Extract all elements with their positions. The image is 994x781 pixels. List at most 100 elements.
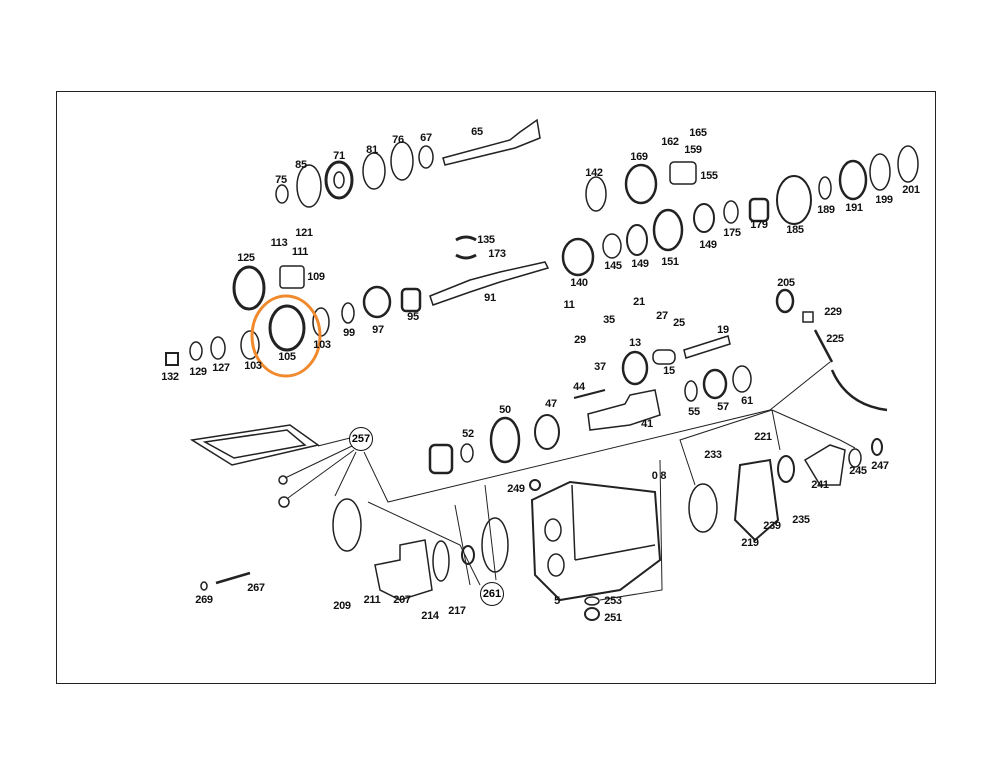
callout-label[interactable]: 211 bbox=[363, 594, 381, 606]
callout-label[interactable]: 239 bbox=[763, 520, 781, 532]
callout-label[interactable]: 179 bbox=[750, 219, 768, 231]
callout-label[interactable]: 29 bbox=[574, 334, 586, 346]
part-191 bbox=[838, 159, 868, 201]
callout-label[interactable]: 235 bbox=[792, 514, 810, 526]
callout-label[interactable]: 201 bbox=[902, 184, 920, 196]
part-washer-a bbox=[278, 496, 290, 508]
callout-label[interactable]: 121 bbox=[295, 227, 313, 239]
callout-label[interactable]: 44 bbox=[573, 381, 585, 393]
callout-label[interactable]: 81 bbox=[366, 144, 378, 156]
callout-label[interactable]: 229 bbox=[824, 306, 842, 318]
callout-label[interactable]: 132 bbox=[161, 371, 179, 383]
callout-label[interactable]: 249 bbox=[507, 483, 525, 495]
callout-label[interactable]: 97 bbox=[372, 324, 384, 336]
callout-label[interactable]: 140 bbox=[570, 277, 588, 289]
callout-label[interactable]: 19 bbox=[717, 324, 729, 336]
callout-label[interactable]: 217 bbox=[448, 605, 466, 617]
callout-label[interactable]: 149 bbox=[631, 258, 649, 270]
callout-label[interactable]: 189 bbox=[817, 204, 835, 216]
callout-label[interactable]: 205 bbox=[777, 277, 795, 289]
callout-label-highlighted[interactable]: 105 bbox=[278, 351, 296, 363]
callout-label[interactable]: 65 bbox=[471, 126, 483, 138]
callout-label[interactable]: 85 bbox=[295, 159, 307, 171]
callout-label[interactable]: 103 bbox=[313, 339, 331, 351]
callout-label[interactable]: 67 bbox=[420, 132, 432, 144]
callout-label[interactable]: 241 bbox=[811, 479, 829, 491]
callout-label[interactable]: 219 bbox=[741, 537, 759, 549]
callout-label[interactable]: 57 bbox=[717, 401, 729, 413]
callout-label[interactable]: 191 bbox=[845, 202, 863, 214]
callout-label[interactable]: 111 bbox=[291, 246, 309, 258]
part-269 bbox=[200, 581, 208, 591]
callout-label[interactable]: 175 bbox=[723, 227, 741, 239]
callout-label[interactable]: 50 bbox=[499, 404, 511, 416]
callout-label[interactable]: 15 bbox=[663, 365, 675, 377]
callout-label[interactable]: 103 bbox=[244, 360, 262, 372]
callout-label[interactable]: 151 bbox=[661, 256, 679, 268]
part-75 bbox=[275, 184, 289, 204]
callout-label[interactable]: 113 bbox=[270, 237, 288, 249]
part-front-gasket bbox=[332, 498, 362, 552]
callout-label[interactable]: 109 bbox=[307, 271, 325, 283]
callout-label[interactable]: 125 bbox=[237, 252, 255, 264]
callout-label[interactable]: 71 bbox=[333, 150, 345, 162]
part-71 bbox=[324, 160, 354, 200]
callout-label[interactable]: 11 bbox=[563, 299, 575, 311]
part-251 bbox=[584, 607, 600, 621]
group-callout[interactable]: 261 bbox=[480, 582, 504, 606]
callout-label[interactable]: 162 bbox=[661, 136, 679, 148]
part-gasket-rear bbox=[688, 483, 718, 533]
callout-label[interactable]: 245 bbox=[849, 465, 867, 477]
callout-label[interactable]: 209 bbox=[333, 600, 351, 612]
callout-label[interactable]: 55 bbox=[688, 406, 700, 418]
callout-label[interactable]: 13 bbox=[629, 337, 641, 349]
callout-label[interactable]: 251 bbox=[604, 612, 622, 624]
callout-label[interactable]: 173 bbox=[488, 248, 506, 260]
callout-label[interactable]: 155 bbox=[700, 170, 718, 182]
callout-label[interactable]: 225 bbox=[826, 333, 844, 345]
part-247 bbox=[871, 438, 883, 456]
callout-label[interactable]: 27 bbox=[656, 310, 668, 322]
part-149a bbox=[626, 224, 648, 256]
callout-label[interactable]: 5 bbox=[554, 595, 560, 607]
callout-label[interactable]: 75 bbox=[275, 174, 287, 186]
callout-label[interactable]: 221 bbox=[754, 431, 772, 443]
callout-label[interactable]: 25 bbox=[673, 317, 685, 329]
callout-label[interactable]: 37 bbox=[594, 361, 606, 373]
callout-label[interactable]: 21 bbox=[633, 296, 645, 308]
callout-label[interactable]: 41 bbox=[641, 418, 653, 430]
part-99 bbox=[341, 302, 355, 324]
callout-label[interactable]: 127 bbox=[212, 362, 230, 374]
callout-label[interactable]: 267 bbox=[247, 582, 265, 594]
part-5-housing bbox=[530, 480, 662, 602]
callout-label[interactable]: 142 bbox=[585, 167, 603, 179]
callout-label[interactable]: 0 8 bbox=[651, 470, 667, 482]
callout-label[interactable]: 135 bbox=[477, 234, 495, 246]
callout-label[interactable]: 149 bbox=[699, 239, 717, 251]
callout-label[interactable]: 95 bbox=[407, 311, 419, 323]
callout-label[interactable]: 91 bbox=[484, 292, 496, 304]
callout-label[interactable]: 145 bbox=[604, 260, 622, 272]
callout-label[interactable]: 199 bbox=[875, 194, 893, 206]
callout-label[interactable]: 129 bbox=[189, 366, 207, 378]
callout-label[interactable]: 214 bbox=[421, 610, 439, 622]
callout-label[interactable]: 169 bbox=[630, 151, 648, 163]
group-callout[interactable]: 257 bbox=[349, 427, 373, 451]
part-97 bbox=[362, 285, 392, 319]
callout-label[interactable]: 247 bbox=[871, 460, 889, 472]
callout-label[interactable]: 165 bbox=[689, 127, 707, 139]
callout-label[interactable]: 47 bbox=[545, 398, 557, 410]
callout-label[interactable]: 76 bbox=[392, 134, 404, 146]
callout-label[interactable]: 35 bbox=[603, 314, 615, 326]
callout-label[interactable]: 185 bbox=[786, 224, 804, 236]
callout-label[interactable]: 269 bbox=[195, 594, 213, 606]
callout-label[interactable]: 253 bbox=[604, 595, 622, 607]
callout-label[interactable]: 61 bbox=[741, 395, 753, 407]
callout-label[interactable]: 159 bbox=[684, 144, 702, 156]
callout-label[interactable]: 233 bbox=[704, 449, 722, 461]
callout-label[interactable]: 207 bbox=[393, 594, 411, 606]
part-55 bbox=[684, 380, 698, 402]
callout-label[interactable]: 99 bbox=[343, 327, 355, 339]
callout-label[interactable]: 52 bbox=[462, 428, 474, 440]
part-76 bbox=[390, 141, 414, 181]
